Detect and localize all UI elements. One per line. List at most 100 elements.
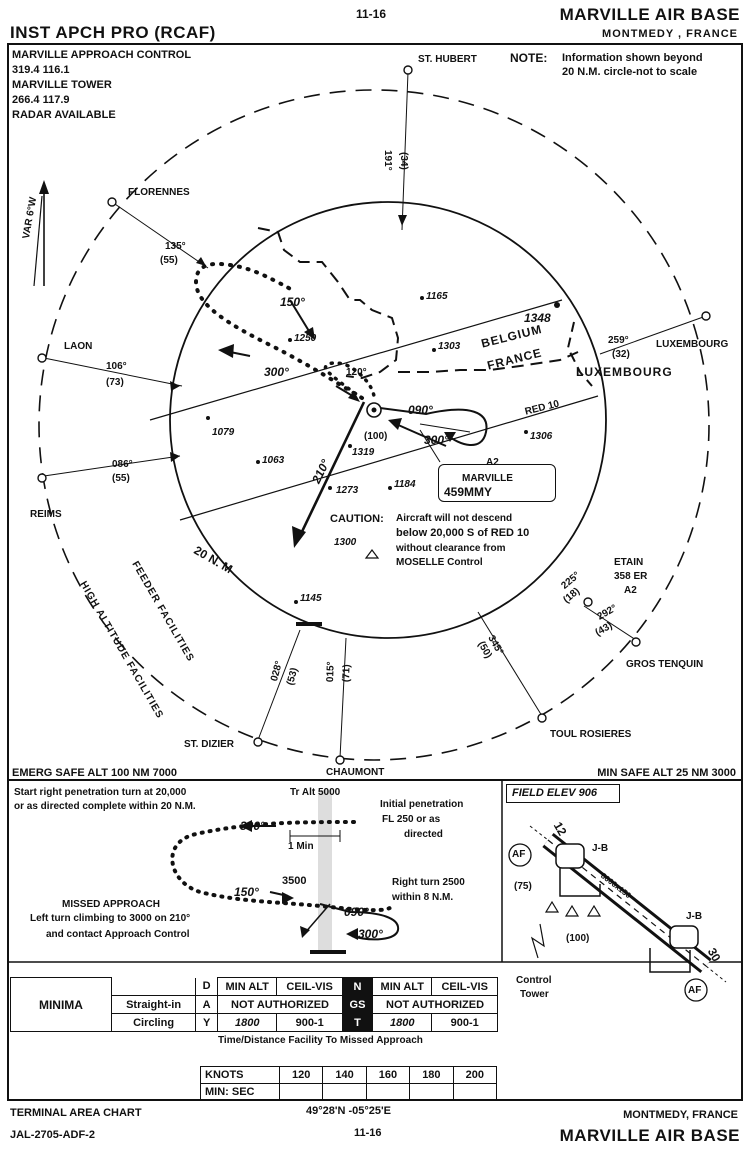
track-210-head	[292, 526, 306, 548]
facility-luxembourg	[701, 311, 711, 321]
approach-control-label: MARVILLE APPROACH CONTROL	[12, 49, 192, 61]
min-sec-label: MIN: SEC	[200, 1083, 280, 1101]
penetration-track-dotted	[193, 262, 364, 400]
st-dizier-label: ST. DIZIER	[184, 739, 235, 750]
circling-alt-1: 1800	[217, 1013, 278, 1032]
profile-init3: directed	[404, 829, 443, 840]
profile-arrow-150	[282, 892, 294, 904]
approach-freqs: 319.4 116.1	[12, 64, 70, 76]
elev-1273: 1273	[336, 485, 359, 496]
profile-init1: Initial penetration	[380, 799, 464, 810]
speed-140: 140	[322, 1066, 367, 1084]
track-150-head	[304, 327, 315, 340]
straight-in-not-auth-2: NOT AUTHORIZED	[372, 995, 498, 1014]
elev-1079: 1079	[212, 427, 235, 438]
jb-south-label: J-B	[686, 911, 703, 922]
ndb-info-box	[438, 464, 556, 502]
twenty-nm-ring	[169, 201, 607, 639]
facility-st-hubert	[403, 65, 413, 75]
elev-1165: 1165	[426, 291, 448, 302]
radial-chaumont	[339, 637, 347, 759]
taxiway-north	[559, 868, 601, 897]
control-tower-leader	[530, 923, 545, 959]
profile-heading-300b: 300°	[358, 927, 383, 941]
elev-1306: 1306	[530, 431, 553, 442]
ndb-center	[371, 407, 377, 413]
facility-reims	[37, 473, 47, 483]
radar-available: RADAR AVAILABLE	[12, 109, 116, 121]
laon-label: LAON	[64, 341, 93, 352]
radial-st-dizier	[257, 629, 301, 741]
chart-code: 11-16	[356, 7, 387, 21]
missed-approach-title: MISSED APPROACH	[62, 899, 160, 910]
footer-chart-id: JAL-2705-ADF-2	[10, 1129, 95, 1141]
facility-chaumont	[335, 755, 345, 765]
heading-090: 090°	[408, 403, 433, 417]
minima-label: MINIMA	[10, 977, 112, 1032]
radial-luxembourg	[599, 315, 707, 355]
st-hubert-dist: (34)	[398, 152, 409, 170]
heading-300-inbound: 300°	[424, 433, 449, 447]
af-north-label: AF	[512, 849, 526, 860]
caution-line1: Aircraft will not descend	[396, 513, 513, 524]
min-alt-header-2: MIN ALT	[372, 977, 433, 996]
radial-florennes	[111, 201, 209, 269]
radial-laon	[43, 357, 183, 387]
chart-title: INST APCH PRO (RCAF)	[10, 23, 216, 42]
footer-chart-type: TERMINAL AREA CHART	[10, 1107, 142, 1119]
taxiway-south	[649, 948, 691, 973]
speed-120: 120	[278, 1066, 324, 1084]
st-hubert-label: ST. HUBERT	[418, 54, 477, 65]
france-border	[398, 351, 579, 373]
luxembourg-dist: (32)	[612, 349, 630, 360]
laon-bearing: 106°	[106, 361, 127, 372]
track-300-inbound-head	[388, 418, 402, 430]
track-090-turn	[379, 407, 488, 446]
jb-pad-south	[669, 925, 699, 949]
mid-t: T	[341, 1013, 374, 1032]
elev-1250: 1250	[294, 333, 317, 344]
ndb-ident: 459MMY	[444, 485, 493, 499]
track-120-head	[348, 391, 360, 402]
profile-alt-3500: 3500	[282, 875, 307, 887]
arrow-laon	[170, 381, 180, 391]
elev-1184: 1184	[394, 479, 416, 490]
col-d: D	[195, 977, 219, 996]
profile-init2: FL 250 or as	[382, 814, 441, 825]
luxembourg-bearing: 259°	[608, 335, 629, 346]
elev-1145: 1145	[300, 593, 322, 604]
florennes-label: FLORENNES	[128, 187, 190, 198]
var-arrow-head	[39, 180, 49, 194]
facility-florennes	[107, 197, 117, 207]
speed-160: 160	[365, 1066, 411, 1084]
reims-bearing: 086°	[112, 459, 133, 470]
profile-right-turn1: Right turn 2500	[392, 877, 465, 888]
gros-tenquin-label: GROS TENQUIN	[626, 659, 704, 670]
scale-bar	[296, 622, 322, 626]
circling-alt-2: 1800	[372, 1013, 433, 1032]
min-safe-alt: MIN SAFE ALT 25 NM 3000	[597, 767, 736, 779]
ndb-name: MARVILLE	[462, 473, 513, 484]
luxembourg-country-label: LUXEMBOURG	[576, 365, 673, 379]
field-elev-box	[506, 784, 620, 803]
track-210	[296, 401, 366, 541]
missed-approach-line1: Left turn climbing to 3000 on 210°	[30, 913, 191, 924]
note-label: NOTE:	[510, 51, 548, 65]
florennes-dist: (55)	[160, 255, 178, 266]
chaumont-bearing: 015°	[325, 661, 337, 683]
chaumont-dist: (71)	[341, 664, 353, 683]
reims-label: REIMS	[30, 509, 62, 520]
profile-scale-bar	[310, 950, 346, 954]
obstacle-75: (75)	[514, 881, 532, 892]
footer-location: MONTMEDY, FRANCE	[623, 1109, 738, 1121]
control-tower-label1: Control	[516, 975, 552, 986]
straight-in-not-auth-1: NOT AUTHORIZED	[217, 995, 343, 1014]
mid-n: N	[341, 977, 374, 996]
facility-laon	[37, 353, 47, 363]
profile-start1: Start right penetration turn at 20,000	[14, 787, 187, 798]
profile-right-turn2: within 8 N.M.	[392, 892, 454, 903]
speed-200: 200	[452, 1066, 498, 1084]
var-arrow-true	[33, 195, 43, 287]
profile-dotted-track	[170, 820, 392, 913]
etain-ident: 358 ER	[614, 571, 648, 582]
